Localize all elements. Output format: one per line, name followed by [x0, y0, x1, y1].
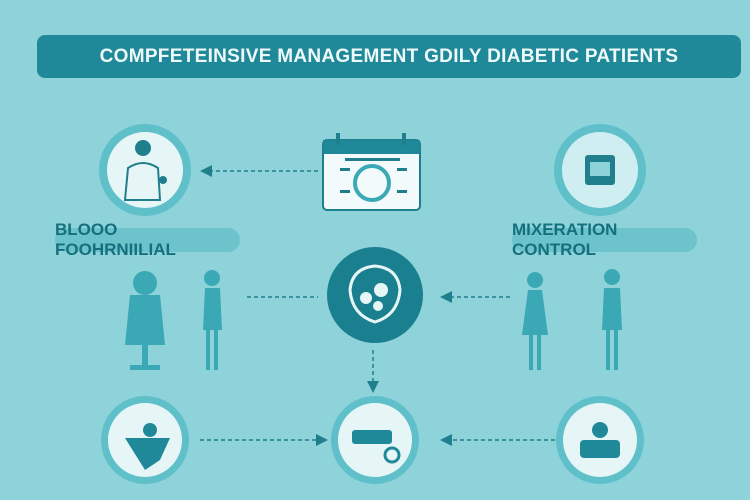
label-blood-monitoring: BLOOO FOOHRNIILIAL: [55, 220, 240, 259]
page-title: COMPFETEINSIVE MANAGEMENT GDILY DIABETIC…: [99, 45, 679, 67]
center-hub-icon: [327, 247, 423, 343]
patient-figures-right: [522, 269, 622, 370]
label-text: MIXERATION CONTROL: [512, 220, 618, 259]
patient-figures-left: [125, 270, 222, 370]
monitor-icon: [554, 124, 646, 216]
doctor-icon: [99, 124, 191, 216]
care-icon: [556, 396, 644, 484]
calendar-icon: [322, 133, 421, 211]
label-medication-control: MIXERATION CONTROL: [512, 220, 697, 259]
exercise-icon: [101, 396, 189, 484]
title-banner: COMPFETEINSIVE MANAGEMENT GDILY DIABETIC…: [37, 35, 741, 78]
label-text: BLOOO FOOHRNIILIAL: [55, 220, 176, 259]
treatment-icon: [331, 396, 419, 484]
